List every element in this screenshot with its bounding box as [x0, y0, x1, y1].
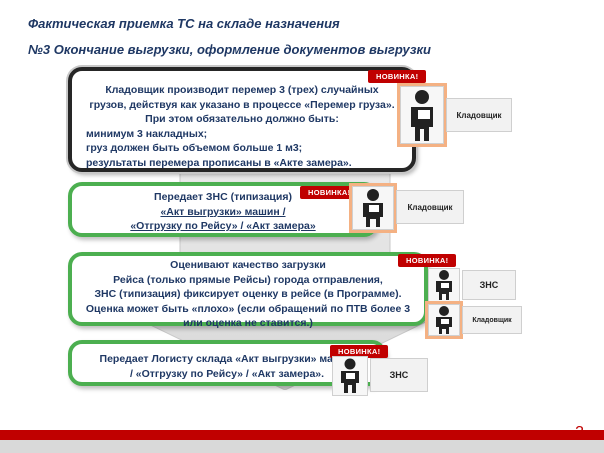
- step-1-line-5: груз должен быть объемом больше 1 м3;: [86, 142, 303, 154]
- role-label: Кладовщик: [396, 190, 464, 224]
- warehouse-worker-icon: [400, 86, 444, 144]
- step-3-line-4: Оценка может быть «плохо» (если обращени…: [85, 302, 411, 315]
- page-number: 3: [575, 424, 584, 441]
- step-3-box: Оценивают качество загрузки Рейса (тольк…: [68, 252, 428, 329]
- new-badge: НОВИНКА!: [368, 70, 427, 83]
- step-2-box: Передает ЗНС (типизация) «Акт выгрузки» …: [68, 182, 378, 237]
- role-label: Кладовщик: [446, 98, 512, 132]
- step-2-line-3: «Отгрузку по Рейсу» / «Акт замера»: [130, 220, 316, 232]
- step-4-line-2: / «Отгрузку по Рейсу» / «Акт замера».: [129, 367, 325, 380]
- step-3-line-3: ЗНС (типизация) фиксирует оценку в рейсе…: [94, 288, 402, 300]
- warehouse-worker-icon: [428, 304, 460, 336]
- step-1-box: Кладовщик производит перемер 3 (трех) сл…: [68, 67, 416, 172]
- new-badge: НОВИНКА!: [330, 345, 389, 358]
- footer-bar-grey: [0, 440, 604, 453]
- step-2-line-2: «Акт выгрузки» машин /: [160, 205, 286, 218]
- warehouse-worker-icon: [332, 356, 368, 396]
- footer-bar: [0, 430, 604, 440]
- warehouse-worker-icon: [352, 186, 394, 230]
- step-1-line-6: результаты перемера прописаны в «Акте за…: [86, 156, 352, 169]
- role-label: ЗНС: [462, 270, 516, 300]
- step-1-line-4: минимум 3 накладных;: [86, 127, 208, 140]
- step-3-line-2: Рейса (только прямые Рейсы) города отпра…: [113, 273, 383, 286]
- step-3-line-5: или оценка не ставится.): [183, 317, 313, 329]
- step-4-line-1: Передает Логисту склада «Акт выгрузки» м…: [99, 353, 355, 365]
- new-badge: НОВИНКА!: [398, 254, 457, 267]
- page-title: Фактическая приемка ТС на складе назначе…: [28, 16, 340, 31]
- role-label: ЗНС: [370, 358, 428, 392]
- step-1-line-2: грузов, действуя как указано в процессе …: [89, 98, 395, 111]
- warehouse-worker-icon: [428, 268, 460, 302]
- page-subtitle: №3 Окончание выгрузки, оформление докуме…: [28, 42, 431, 57]
- step-1-line-3: При этом обязательно должно быть:: [145, 113, 339, 125]
- step-3-line-1: Оценивают качество загрузки: [170, 259, 326, 271]
- step-2-line-1: Передает ЗНС (типизация): [154, 191, 292, 203]
- new-badge: НОВИНКА!: [300, 186, 359, 199]
- step-1-line-1: Кладовщик производит перемер 3 (трех) сл…: [105, 84, 379, 96]
- role-label: Кладовщик: [462, 306, 522, 334]
